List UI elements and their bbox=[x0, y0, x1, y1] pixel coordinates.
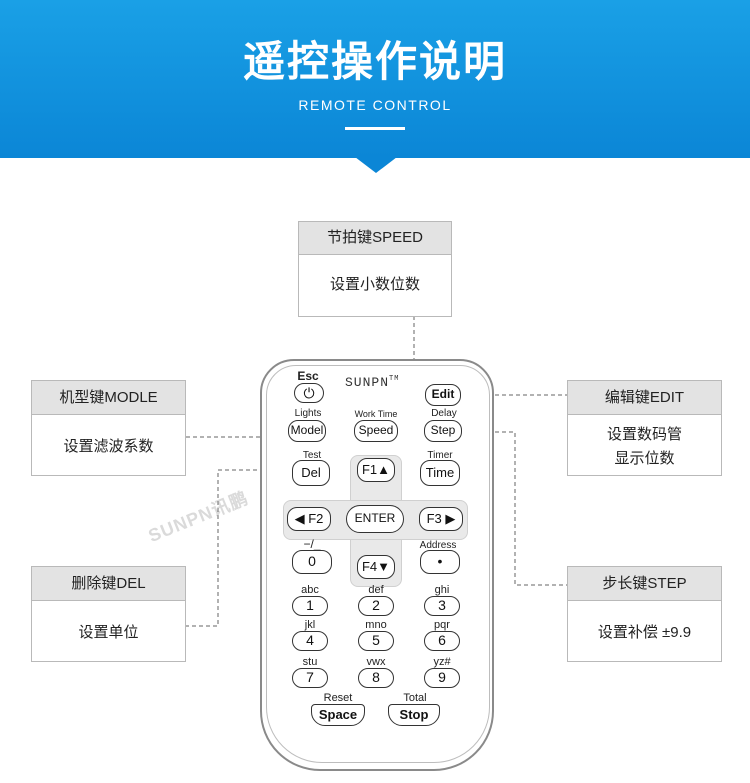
key-0[interactable]: 0 bbox=[292, 550, 332, 574]
power-icon: ⏻ bbox=[303, 385, 315, 401]
key-2[interactable]: 2 bbox=[358, 596, 394, 616]
worktime-label: Work Time bbox=[354, 409, 398, 419]
enter-button[interactable]: ENTER bbox=[346, 505, 404, 533]
del-callout-title: 删除键DEL bbox=[32, 567, 185, 601]
step-button[interactable]: Step bbox=[424, 420, 462, 442]
key-9[interactable]: 9 bbox=[424, 668, 460, 688]
model-callout-title: 机型键MODLE bbox=[32, 381, 185, 415]
del-callout: 删除键DEL 设置单位 bbox=[31, 566, 186, 662]
stu-label: stu bbox=[302, 656, 318, 668]
def-label: def bbox=[368, 584, 384, 596]
model-button[interactable]: Model bbox=[288, 420, 326, 442]
time-button[interactable]: Time bbox=[420, 460, 460, 486]
key-8[interactable]: 8 bbox=[358, 668, 394, 688]
edit-callout: 编辑键EDIT 设置数码管 显示位数 bbox=[567, 380, 722, 476]
edit-button[interactable]: Edit bbox=[425, 384, 461, 406]
remote-inner-outline bbox=[266, 365, 490, 763]
esc-label: Esc bbox=[297, 369, 319, 383]
del-callout-desc: 设置单位 bbox=[78, 624, 139, 641]
key-7[interactable]: 7 bbox=[292, 668, 328, 688]
total-label: Total bbox=[403, 692, 427, 704]
timer-label: Timer bbox=[427, 450, 453, 461]
f1-up-button[interactable]: F1▲ bbox=[357, 458, 395, 482]
power-button[interactable]: ⏻ bbox=[294, 383, 324, 403]
yz-label: yz# bbox=[433, 656, 451, 668]
test-label: Test bbox=[302, 450, 322, 461]
vwx-label: vwx bbox=[366, 656, 386, 668]
step-callout-title: 步长键STEP bbox=[568, 567, 721, 601]
header-banner bbox=[0, 0, 750, 158]
model-callout-desc: 设置滤波系数 bbox=[63, 438, 154, 455]
step-callout-desc: 设置补偿 ±9.9 bbox=[597, 624, 692, 641]
address-label: Address bbox=[419, 540, 457, 551]
speed-callout-title: 节拍键SPEED bbox=[299, 222, 451, 255]
page-title: 遥控操作说明 bbox=[242, 37, 507, 86]
edit-callout-desc-line1: 设置数码管 bbox=[606, 426, 682, 443]
speed-callout-desc: 设置小数位数 bbox=[329, 276, 420, 293]
remote-brand: SUNPNTM bbox=[345, 375, 399, 390]
brand-trademark: TM bbox=[389, 375, 400, 383]
key-3[interactable]: 3 bbox=[424, 596, 460, 616]
brand-text: SUNPN bbox=[345, 375, 390, 390]
lights-label: Lights bbox=[294, 408, 322, 419]
key-4[interactable]: 4 bbox=[292, 631, 328, 651]
title-underline bbox=[345, 127, 405, 130]
speed-callout: 节拍键SPEED 设置小数位数 bbox=[298, 221, 452, 317]
stop-button[interactable]: Stop bbox=[388, 704, 440, 726]
model-callout: 机型键MODLE 设置滤波系数 bbox=[31, 380, 186, 476]
delay-label: Delay bbox=[431, 408, 457, 419]
f3-right-button[interactable]: F3 ▶ bbox=[419, 507, 463, 531]
mno-label: mno bbox=[365, 619, 387, 631]
jkl-label: jkl bbox=[304, 619, 316, 631]
banner-arrow bbox=[355, 157, 397, 173]
reset-label: Reset bbox=[323, 692, 353, 704]
page-subtitle: REMOTE CONTROL bbox=[298, 97, 452, 113]
f2-left-button[interactable]: ◀ F2 bbox=[287, 507, 331, 531]
connector-step bbox=[460, 431, 567, 586]
edit-callout-desc-line2: 显示位数 bbox=[614, 450, 675, 467]
del-button[interactable]: Del bbox=[292, 460, 330, 486]
dot-button[interactable]: • bbox=[420, 550, 460, 574]
key-5[interactable]: 5 bbox=[358, 631, 394, 651]
ghi-label: ghi bbox=[434, 584, 450, 596]
f4-down-button[interactable]: F4▼ bbox=[357, 555, 395, 579]
step-callout: 步长键STEP 设置补偿 ±9.9 bbox=[567, 566, 722, 662]
key-6[interactable]: 6 bbox=[424, 631, 460, 651]
space-button[interactable]: Space bbox=[311, 704, 365, 726]
abc-label: abc bbox=[301, 584, 319, 596]
connector-del bbox=[185, 469, 292, 627]
speed-button[interactable]: Speed bbox=[354, 420, 398, 442]
key-1[interactable]: 1 bbox=[292, 596, 328, 616]
pqr-label: pqr bbox=[434, 619, 450, 631]
edit-callout-title: 编辑键EDIT bbox=[568, 381, 721, 415]
minus-label: −/_ bbox=[303, 537, 321, 551]
